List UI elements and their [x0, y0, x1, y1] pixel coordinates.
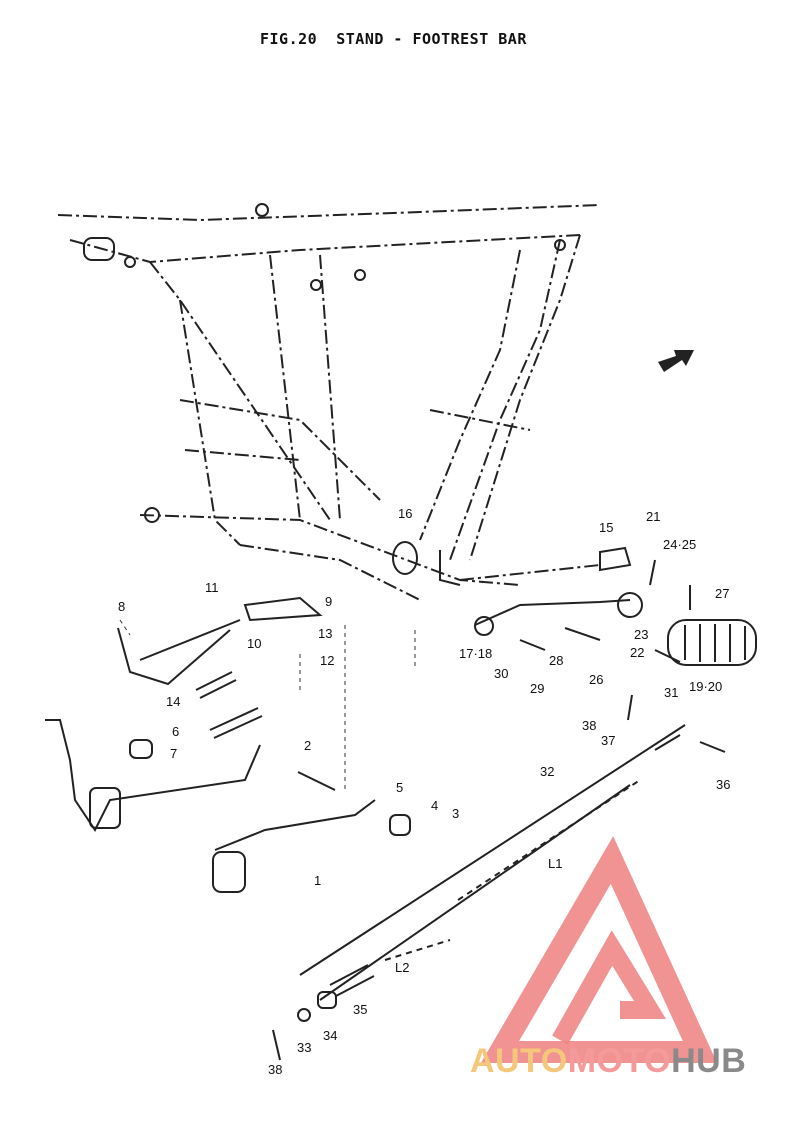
callout-label: 3 [452, 806, 459, 821]
callout-label: 10 [247, 636, 261, 651]
callout-label: 15 [599, 520, 613, 535]
callout-label: 24·25 [663, 537, 696, 552]
callout-label: 29 [530, 681, 544, 696]
callout-label: 11 [205, 580, 219, 595]
callout-label: L1 [548, 856, 562, 871]
callout-label: 30 [494, 666, 508, 681]
watermark-text: AUTOMOTOHUB [470, 1042, 746, 1081]
callout-label: 7 [170, 746, 177, 761]
watermark-part-hub: HUB [671, 1042, 747, 1080]
callout-label: 27 [715, 586, 729, 601]
callout-label: 9 [325, 594, 332, 609]
footrest-parts [392, 541, 757, 666]
callout-label: L2 [395, 960, 409, 975]
callout-label: 12 [320, 653, 334, 668]
callout-label: 26 [589, 672, 603, 687]
watermark-part-auto: AUTO [470, 1042, 568, 1080]
callout-label: 17·18 [459, 646, 492, 661]
callout-label: 14 [166, 694, 180, 709]
callout-label: 36 [716, 777, 730, 792]
callout-label: 6 [172, 724, 179, 739]
callout-label: 4 [431, 798, 438, 813]
watermark-logo [480, 836, 718, 1063]
callout-label: 34 [323, 1028, 337, 1043]
callout-label: 31 [664, 685, 678, 700]
callout-label: 5 [396, 780, 403, 795]
callout-label: 33 [297, 1040, 311, 1055]
callout-label: 35 [353, 1002, 367, 1017]
callout-label: 22 [630, 645, 644, 660]
callout-label: 38 [268, 1062, 282, 1077]
figure-title: FIG.20 STAND - FOOTREST BAR [260, 30, 527, 48]
callout-label: 37 [601, 733, 615, 748]
callout-label: 28 [549, 653, 563, 668]
callout-label: 23 [634, 627, 648, 642]
arrow-icon [658, 350, 694, 372]
callout-label: 19·20 [689, 679, 722, 694]
side-stand-parts [45, 596, 411, 893]
callout-label: 8 [118, 599, 125, 614]
cable-assembly [272, 694, 726, 1061]
frame-drawing [57, 204, 601, 601]
frame-mount-points [83, 203, 566, 523]
callout-label: 21 [646, 509, 660, 524]
callout-label: 16 [398, 506, 412, 521]
callout-label: 13 [318, 626, 332, 641]
watermark-part-moto: MOTO [567, 1042, 672, 1080]
callout-label: 2 [304, 738, 311, 753]
callout-label: 32 [540, 764, 554, 779]
leader-lines [119, 619, 416, 790]
callout-label: 38 [582, 718, 596, 733]
callout-label: 1 [314, 873, 321, 888]
